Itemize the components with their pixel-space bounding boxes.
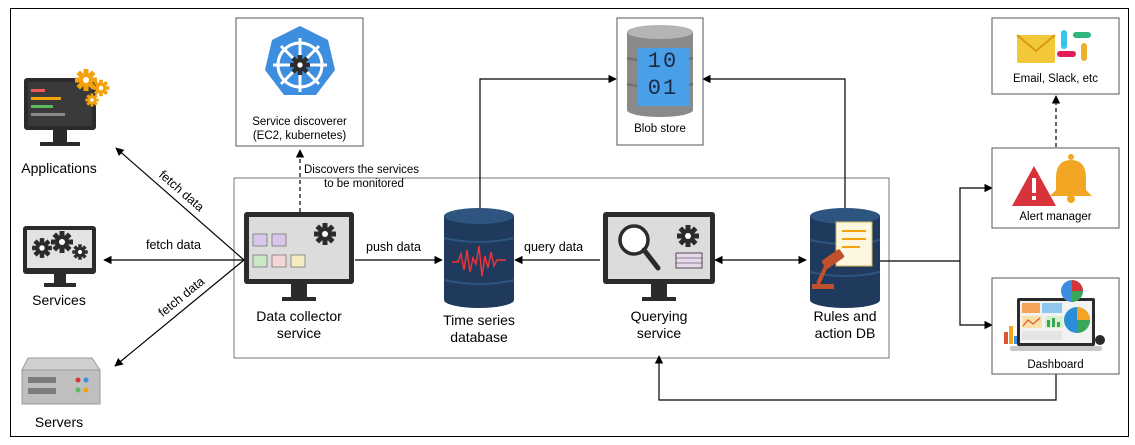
blob-digits-row2: 01 (647, 76, 679, 101)
blob-store-icon (626, 25, 694, 117)
edge-label-discovers-line2: to be monitored (324, 178, 404, 190)
data-collector-label-line1: Data collector (256, 308, 342, 324)
querying-icon (603, 212, 715, 301)
querying-label-line2: service (636, 325, 682, 341)
edge-label-query: query data (524, 240, 584, 254)
edge-tsdb-blob (479, 74, 617, 210)
servers-label: Servers (34, 414, 84, 430)
tsdb-icon (443, 208, 515, 308)
alert-manager-box (991, 147, 1120, 229)
edge-fetch-applications (115, 147, 245, 261)
edge-fetch-servers (114, 259, 245, 367)
data-collector-label-line2: service (276, 325, 322, 341)
blob-digits-row1: 10 (647, 49, 679, 74)
notifications-label: Email, Slack, etc (1013, 73, 1098, 85)
service-discoverer-label-line1: Service discoverer (252, 116, 347, 128)
applications-icon (24, 69, 110, 146)
edge-label-fetch-services: fetch data (146, 238, 201, 252)
outer-frame (10, 8, 1129, 437)
dashboard-icon (1004, 280, 1105, 351)
edges (103, 74, 1061, 401)
alert-manager-icon (1012, 154, 1092, 206)
service-discoverer-label-line2: (EC2, kubernetes) (252, 130, 347, 142)
dashboard-label: Dashboard (1027, 359, 1084, 371)
edge-label-push: push data (366, 240, 421, 254)
edge-dashboard-querying (654, 355, 1057, 401)
notifications-box (991, 17, 1120, 95)
services-label: Services (32, 292, 86, 308)
querying-label-line1: Querying (630, 308, 688, 324)
data-collector-icon (244, 212, 354, 301)
servers-icon (21, 357, 101, 405)
tsdb-label-line2: database (450, 329, 508, 345)
alert-manager-label: Alert manager (1019, 211, 1092, 223)
notifications-icon (1016, 30, 1091, 63)
rules-label-line1: Rules and (813, 308, 877, 324)
rules-label-line2: action DB (814, 325, 876, 341)
applications-label: Applications (21, 160, 97, 176)
blob-store-label: Blob store (634, 123, 686, 135)
service-discoverer-icon (265, 26, 335, 95)
tsdb-label-line1: Time series (443, 312, 515, 328)
rules-db-icon (809, 208, 881, 308)
edge-label-discovers-line1: Discovers the services (304, 164, 420, 176)
edge-rules-alert (880, 183, 993, 262)
services-icon (23, 226, 96, 287)
edge-rules-blob (702, 74, 846, 210)
edge-rules-dashboard (959, 261, 993, 330)
